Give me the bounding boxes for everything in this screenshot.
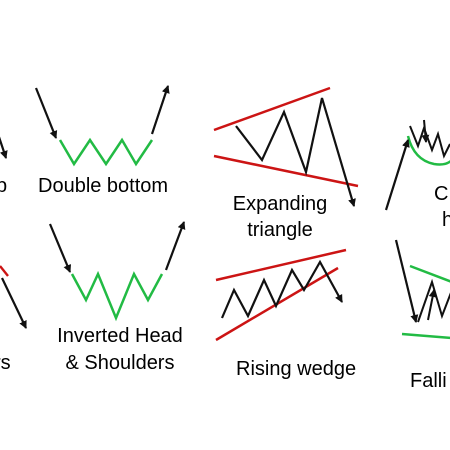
upper-trendline-green <box>409 264 450 283</box>
label-inverted-line1: Inverted Head <box>57 325 183 347</box>
label-double-bottom: Double bottom <box>38 175 169 197</box>
head-and-shoulders-partial-pattern <box>0 265 27 329</box>
falling-wedge-partial-pattern <box>394 239 450 340</box>
label-expanding-line1: Expanding <box>232 193 328 215</box>
double-bottom-pattern <box>34 85 170 167</box>
upper-trendline-red <box>213 86 331 132</box>
arrow-down-icon <box>394 239 419 323</box>
expanding-price-path <box>235 97 356 207</box>
label-inverted-line2: & Shoulders <box>65 352 175 374</box>
inverted-head-and-shoulders-pattern <box>48 221 186 322</box>
arrow-down-icon <box>0 136 8 159</box>
falling-wedge-price-path <box>417 278 450 323</box>
arrow-up-icon <box>150 85 170 135</box>
double-top-partial-pattern <box>0 136 8 159</box>
rising-wedge-pattern <box>215 248 347 342</box>
arrow-down-icon <box>421 119 430 143</box>
label-right-top-line1: C <box>434 183 449 205</box>
lower-trendline-red <box>213 154 359 188</box>
label-expanding-line2: triangle <box>247 219 313 241</box>
arrow-up-icon <box>164 221 186 271</box>
arrow-up-icon <box>384 139 410 211</box>
inverted-hs-green-path <box>70 270 164 322</box>
arrow-down-icon <box>34 87 58 139</box>
cup-green-curve <box>406 135 450 166</box>
lower-trendline-green <box>401 332 450 340</box>
expanding-triangle-pattern <box>213 86 359 207</box>
label-right-top-line2: h <box>442 209 450 231</box>
arrow-up-icon <box>427 289 437 321</box>
neckline-red <box>0 265 9 277</box>
cup-price-path <box>409 124 450 159</box>
arrow-down-icon <box>1 277 27 329</box>
double-bottom-green-path <box>58 137 154 167</box>
label-left-top: p <box>0 175 8 197</box>
rising-wedge-price-path <box>220 259 343 319</box>
label-rising-wedge: Rising wedge <box>236 358 357 380</box>
label-falling-partial: Falli <box>410 370 447 392</box>
arrow-down-icon <box>48 223 72 273</box>
cup-and-handle-partial-pattern <box>384 119 450 211</box>
label-left-bottom: rs <box>0 352 11 374</box>
upper-trendline-red <box>215 248 347 282</box>
